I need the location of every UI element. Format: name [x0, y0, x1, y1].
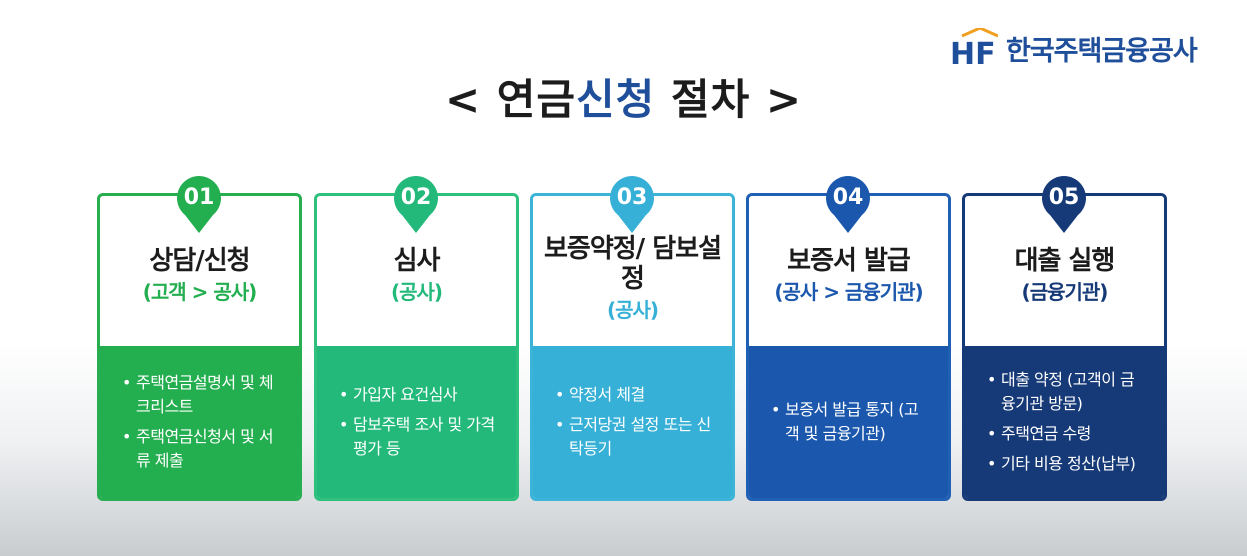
- step-item: 주택연금 수령: [987, 422, 1146, 446]
- step-item: 약정서 체결: [555, 383, 714, 407]
- step-title: 보증서 발급: [787, 246, 911, 276]
- step-card-05: 대출 실행 (금융기관) 대출 약정 (고객이 금융기관 방문) 주택연금 수령기타 …: [962, 193, 1167, 501]
- title-prefix: < 연금: [444, 75, 577, 124]
- title-accent: 신청: [576, 75, 656, 124]
- title-suffix: 절차 >: [655, 75, 803, 124]
- step-number: 05: [1048, 185, 1080, 210]
- step-title: 보증약정/ 담보설정: [544, 234, 722, 294]
- step-item: 보증서 발급 통지 (고객 및 금융기관): [771, 398, 930, 446]
- step-subtitle: (공사 > 금융기관): [774, 280, 923, 304]
- step-item: 근저당권 설정 또는 신탁등기: [555, 413, 714, 461]
- house-roof-icon: HF: [950, 28, 998, 68]
- step-item-list: 약정서 체결근저당권 설정 또는 신탁등기: [555, 377, 714, 467]
- step-card-03: 보증약정/ 담보설정 (공사) 약정서 체결근저당권 설정 또는 신탁등기: [530, 193, 735, 501]
- step-item-list: 가입자 요건심사담보주택 조사 및 가격평가 등: [339, 377, 498, 467]
- step-card-header: 대출 실행 (금융기관): [965, 196, 1164, 346]
- step-card-body: 가입자 요건심사담보주택 조사 및 가격평가 등: [317, 346, 516, 498]
- step-number: 01: [183, 185, 215, 210]
- step-card-body: 주택연금설명서 및 체크리스트주택연금신청서 및 서류 제출: [100, 346, 299, 498]
- step-title: 대출 실행: [1014, 246, 1116, 276]
- step-subtitle: (공사): [390, 280, 443, 304]
- step-card-02: 심사 (공사) 가입자 요건심사담보주택 조사 및 가격평가 등: [314, 193, 519, 501]
- step-item: 주택연금설명서 및 체크리스트: [122, 371, 281, 419]
- step-card-body: 대출 약정 (고객이 금융기관 방문) 주택연금 수령기타 비용 정산(납부): [965, 346, 1164, 498]
- step-card-body: 약정서 체결근저당권 설정 또는 신탁등기: [533, 346, 732, 498]
- step-subtitle: (금융기관): [1021, 280, 1109, 304]
- step-number: 02: [400, 185, 432, 210]
- step-number-pin-icon: 04: [822, 175, 874, 235]
- step-number: 03: [616, 185, 648, 210]
- hf-logo: HF 한국주택금융공사: [950, 28, 1198, 68]
- step-card-body: 보증서 발급 통지 (고객 및 금융기관): [749, 346, 948, 498]
- step-item: 담보주택 조사 및 가격평가 등: [339, 413, 498, 461]
- step-card-04: 보증서 발급 (공사 > 금융기관) 보증서 발급 통지 (고객 및 금융기관): [746, 193, 951, 501]
- step-item-list: 주택연금설명서 및 체크리스트주택연금신청서 및 서류 제출: [122, 365, 281, 479]
- step-subtitle: (고객 > 공사): [142, 280, 258, 304]
- step-item: 대출 약정 (고객이 금융기관 방문): [987, 368, 1146, 416]
- step-item: 주택연금신청서 및 서류 제출: [122, 425, 281, 473]
- step-item: 가입자 요건심사: [339, 383, 498, 407]
- step-number-pin-icon: 02: [390, 175, 442, 235]
- page-title: < 연금신청 절차 >: [0, 66, 1247, 127]
- step-item-list: 대출 약정 (고객이 금융기관 방문) 주택연금 수령기타 비용 정산(납부): [987, 362, 1146, 482]
- step-subtitle: (공사): [606, 298, 659, 322]
- step-card-header: 심사 (공사): [317, 196, 516, 346]
- step-title: 심사: [393, 246, 441, 276]
- step-title: 상담/신청: [149, 246, 250, 276]
- step-number-pin-icon: 01: [173, 175, 225, 235]
- step-number: 04: [832, 185, 864, 210]
- step-number-pin-icon: 03: [606, 175, 658, 235]
- step-card-header: 보증약정/ 담보설정 (공사): [533, 196, 732, 346]
- step-item-list: 보증서 발급 통지 (고객 및 금융기관): [771, 392, 930, 452]
- step-item: 기타 비용 정산(납부): [987, 452, 1146, 476]
- step-number-pin-icon: 05: [1038, 175, 1090, 235]
- logo-mark-text: HF: [950, 37, 996, 68]
- step-card-header: 보증서 발급 (공사 > 금융기관): [749, 196, 948, 346]
- company-name: 한국주택금융공사: [1006, 35, 1198, 67]
- step-card-01: 상담/신청 (고객 > 공사) 주택연금설명서 및 체크리스트주택연금신청서 및 서…: [97, 193, 302, 501]
- step-card-header: 상담/신청 (고객 > 공사): [100, 196, 299, 346]
